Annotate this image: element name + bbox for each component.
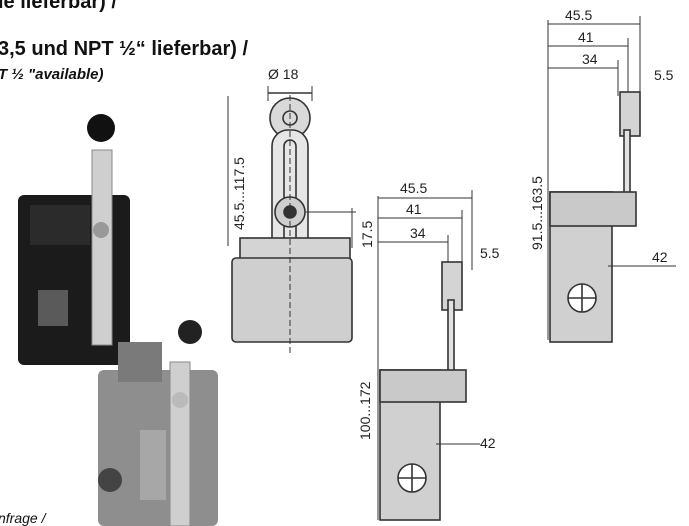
dim-a-41: 41 [406, 201, 422, 217]
product-photo-grey [98, 320, 218, 526]
dim-b-34: 34 [582, 51, 598, 67]
footer-note: nfrage / [0, 510, 46, 526]
dim-a-42: 42 [480, 435, 496, 451]
dim-a-5-5: 5.5 [480, 245, 500, 261]
header-line-1: ie lieferbar) / [0, 0, 117, 13]
dim-a-range: 100...172 [357, 381, 373, 440]
dim-b-range: 91.5...163.5 [529, 176, 545, 250]
dim-front-height: 45.5...117.5 [231, 157, 247, 230]
dim-b-42: 42 [652, 249, 668, 265]
side-view-a-drawing [377, 190, 480, 521]
dim-a-45-5: 45.5 [400, 180, 427, 196]
front-view-drawing [227, 86, 356, 355]
dim-b-41: 41 [578, 29, 594, 45]
dim-b-45-5: 45.5 [565, 7, 592, 23]
dim-diameter: Ø 18 [268, 66, 299, 82]
header-line-2: 3,5 und NPT ½“ lieferbar) / [0, 38, 249, 60]
header-line-3: T ½ "available) [0, 66, 104, 83]
dim-front-offset: 17.5 [359, 221, 375, 248]
dim-b-5-5: 5.5 [654, 67, 674, 83]
side-view-b-drawing [547, 16, 676, 343]
dim-a-34: 34 [410, 225, 426, 241]
product-photo-black [18, 114, 130, 365]
